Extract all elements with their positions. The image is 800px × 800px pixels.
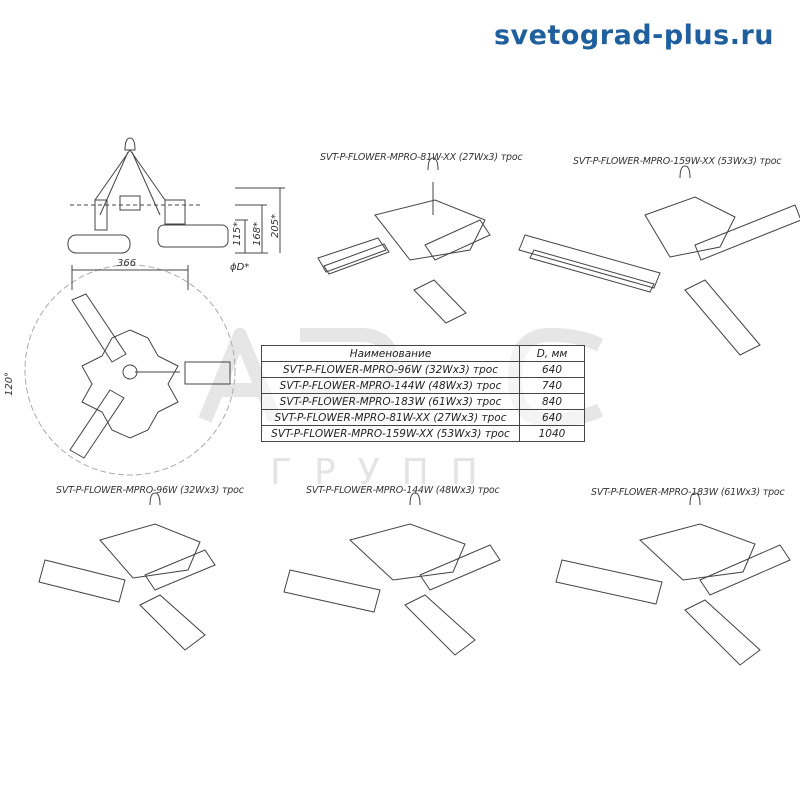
table-row: SVT-P-FLOWER-MPRO-144W (48Wx3) трос 740 (261, 377, 585, 394)
table-row: SVT-P-FLOWER-MPRO-96W (32Wx3) трос 640 (261, 361, 585, 378)
row-name: SVT-P-FLOWER-MPRO-96W (32Wx3) трос (261, 361, 520, 378)
lamp-96w (38, 492, 216, 651)
plan-view (24, 264, 236, 476)
dim-width: 366 (117, 258, 137, 269)
row-name: SVT-P-FLOWER-MPRO-183W (61Wx3) трос (261, 393, 520, 410)
watermark-subtext: ГРУПП (270, 452, 500, 493)
lamp-144w (283, 492, 501, 656)
lamp-183w (555, 492, 791, 666)
dim-diameter: ϕD* (230, 262, 250, 273)
row-d: 640 (519, 409, 585, 426)
row-d: 1040 (519, 425, 585, 442)
lamp-81w (317, 157, 491, 324)
row-name: SVT-P-FLOWER-MPRO-144W (48Wx3) трос (261, 377, 520, 394)
header-name: Наименование (261, 345, 520, 362)
dim-115: 115* (232, 221, 243, 246)
side-view (67, 137, 285, 254)
row-d: 740 (519, 377, 585, 394)
table-header-row: Наименование D, мм (261, 345, 585, 362)
row-name: SVT-P-FLOWER-MPRO-159W-XX (53Wx3) трос (261, 425, 520, 442)
caption-144w: SVT-P-FLOWER-MPRO-144W (48Wx3) трос (306, 485, 500, 496)
spec-table: Наименование D, мм SVT-P-FLOWER-MPRO-96W… (261, 345, 585, 442)
dim-168: 168* (252, 221, 263, 246)
caption-96w: SVT-P-FLOWER-MPRO-96W (32Wx3) трос (56, 485, 244, 496)
dim-angle: 120° (4, 371, 15, 396)
lamp-159w (518, 165, 800, 356)
row-d: 640 (519, 361, 585, 378)
table-row: SVT-P-FLOWER-MPRO-159W-XX (53Wx3) трос 1… (261, 425, 585, 442)
dim-205: 205* (270, 213, 281, 238)
table-row: SVT-P-FLOWER-MPRO-81W-XX (27Wx3) трос 64… (261, 409, 585, 426)
header-d: D, мм (519, 345, 585, 362)
row-d: 840 (519, 393, 585, 410)
caption-159w: SVT-P-FLOWER-MPRO-159W-XX (53Wx3) трос (573, 156, 782, 167)
row-name: SVT-P-FLOWER-MPRO-81W-XX (27Wx3) трос (261, 409, 520, 426)
caption-183w: SVT-P-FLOWER-MPRO-183W (61Wx3) трос (591, 487, 785, 498)
site-url[interactable]: svetograd-plus.ru (493, 20, 774, 51)
table-row: SVT-P-FLOWER-MPRO-183W (61Wx3) трос 840 (261, 393, 585, 410)
caption-81w: SVT-P-FLOWER-MPRO-81W-XX (27Wx3) трос (320, 152, 523, 163)
